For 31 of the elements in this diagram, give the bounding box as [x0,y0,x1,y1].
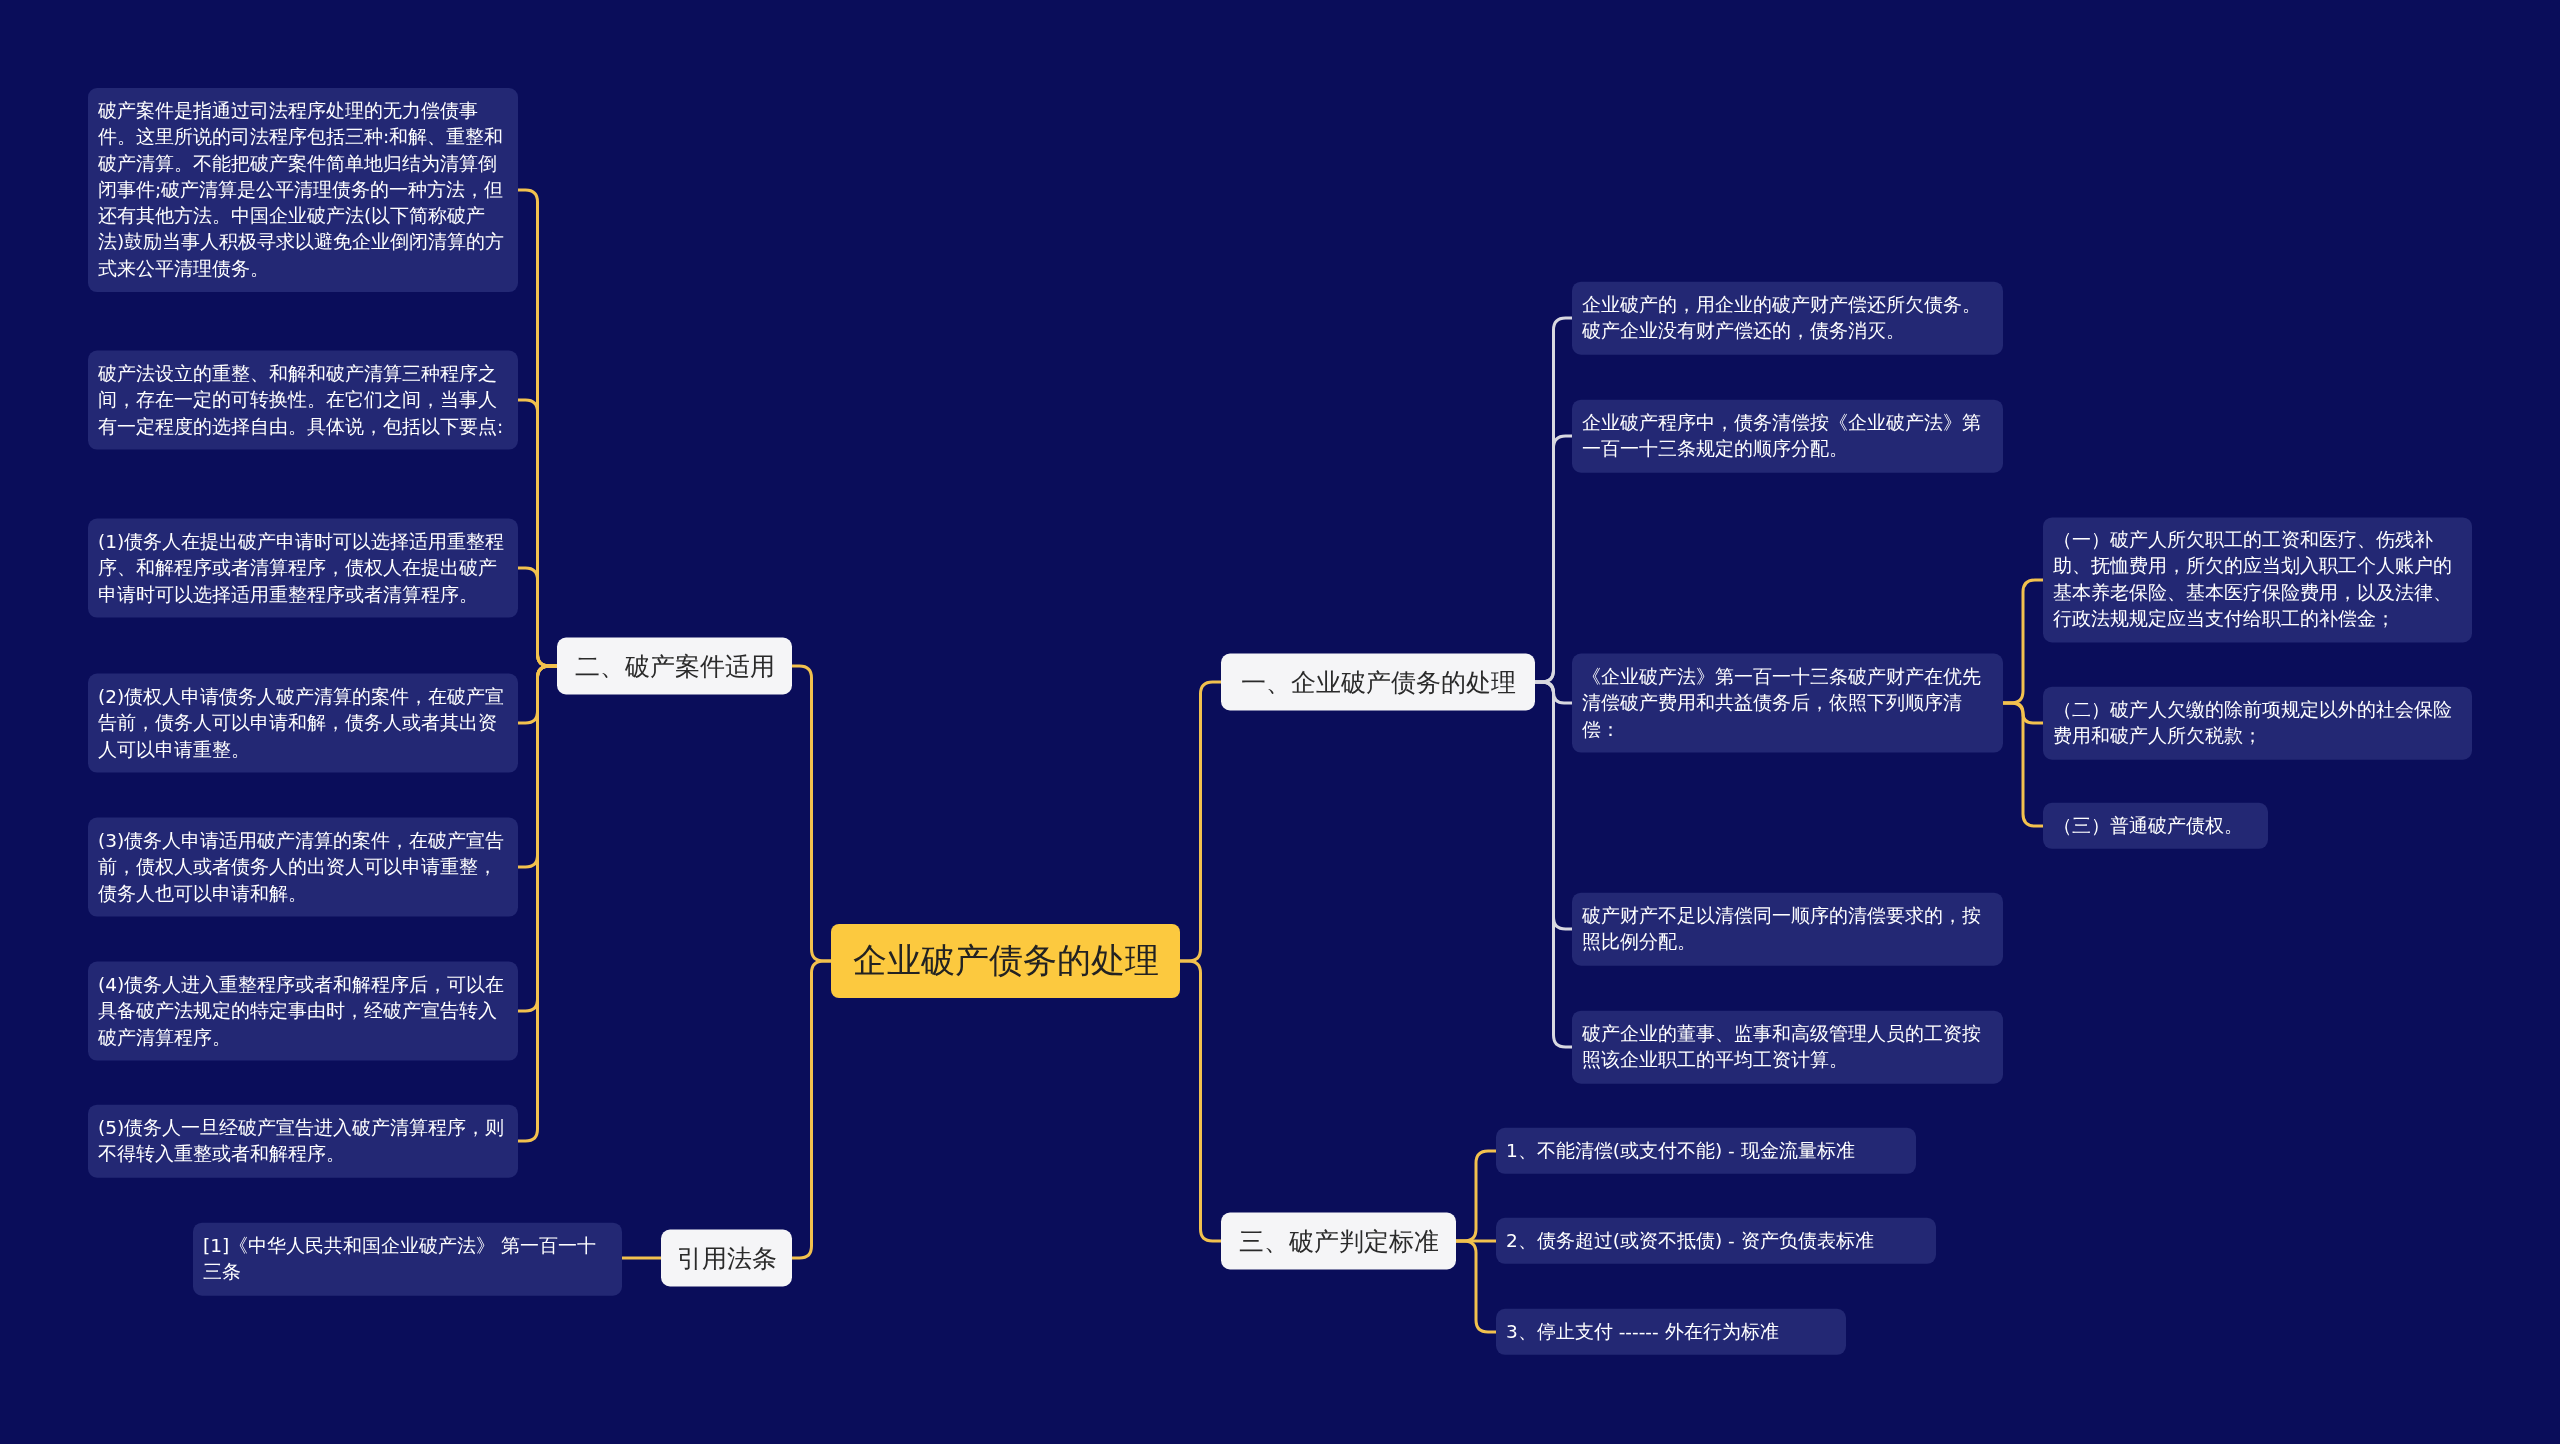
branch-topic: 引用法条 [661,1229,792,1287]
connector-line [518,664,557,1143]
connector-line [622,1256,661,1260]
note-card: (3)债务人申请适用破产清算的案件，在破产宣告前，债权人或者债务人的出资人可以申请重整，债务人也可以申请和解。 [88,817,518,917]
branch-topic: 三、破产判定标准 [1221,1212,1456,1270]
note-card: (5)债务人一旦经破产宣告进入破产清算程序，则不得转入重整或者和解程序。 [88,1104,518,1178]
note-card: (2)债权人申请债务人破产清算的案件，在破产宣告前，债务人可以申请和解，债务人或者其出资人可以申请重整。 [88,673,518,773]
connector-line [792,959,831,1260]
note-card: 破产法设立的重整、和解和破产清算三种程序之间，存在一定的可转换性。在它们之间，当事人有一定程度的选择自由。具体说，包括以下要点: [88,350,518,450]
branch-topic: 一、企业破产债务的处理 [1221,653,1535,711]
note-card: (1)债务人在提出破产申请时可以选择适用重整程序、和解程序或者清算程序，债权人在提出破产申请时可以选择适用重整程序或者清算程序。 [88,518,518,618]
note-card: （二）破产人欠缴的除前项规定以外的社会保险费用和破产人所欠税款； [2043,686,2472,760]
note-card: 破产企业的董事、监事和高级管理人员的工资按照该企业职工的平均工资计算。 [1572,1010,2003,1084]
note-card: （三）普通破产债权。 [2043,802,2268,850]
connector-line [1180,959,1221,1243]
note-card: (4)债务人进入重整程序或者和解程序后，可以在具备破产法规定的特定事由时，经破产宣告转入破产清算程序。 [88,961,518,1061]
note-card: 2、债务超过(或资不抵债) - 资产负债表标准 [1496,1217,1936,1265]
note-card: （一）破产人所欠职工的工资和医疗、伤残补助、抚恤费用，所欠的应当划入职工个人账户的基本养老保险、基本医疗保险费用，以及法律、行政法规规定应当支付给职工的补偿金； [2043,517,2472,643]
branch-topic: 二、破产案件适用 [557,637,792,695]
note-card: [1]《中华人民共和国企业破产法》 第一百一十三条 [193,1222,622,1296]
connector-line [1456,1239,1496,1334]
note-card: 《企业破产法》第一百一十三条破产财产在优先清偿破产费用和共益债务后，依照下列顺序清偿： [1572,653,2003,753]
note-card: 破产财产不足以清偿同一顺序的清偿要求的，按照比例分配。 [1572,892,2003,966]
note-card: 企业破产的，用企业的破产财产偿还所欠债务。破产企业没有财产偿还的，债务消灭。 [1572,281,2003,355]
central-topic: 企业破产债务的处理 [831,924,1180,998]
connector-line [1535,680,1572,1049]
note-card: 3、停止支付 ------ 外在行为标准 [1496,1308,1846,1356]
note-card: 1、不能清偿(或支付不能) - 现金流量标准 [1496,1127,1916,1175]
connector-line [2003,701,2043,828]
note-card: 破产案件是指通过司法程序处理的无力偿债事件。这里所说的司法程序包括三种:和解、重整和破产清算。不能把破产案件简单地归结为清算倒闭事件;破产清算是公平清理债务的一种方法，但还有其他方法。中国企业破产法(以下简称破产法)鼓励当事人积极寻求以避免企业倒闭清算的方式来公平清理债务。 [88,88,518,292]
note-card: 企业破产程序中，债务清偿按《企业破产法》第一百一十三条规定的顺序分配。 [1572,399,2003,473]
